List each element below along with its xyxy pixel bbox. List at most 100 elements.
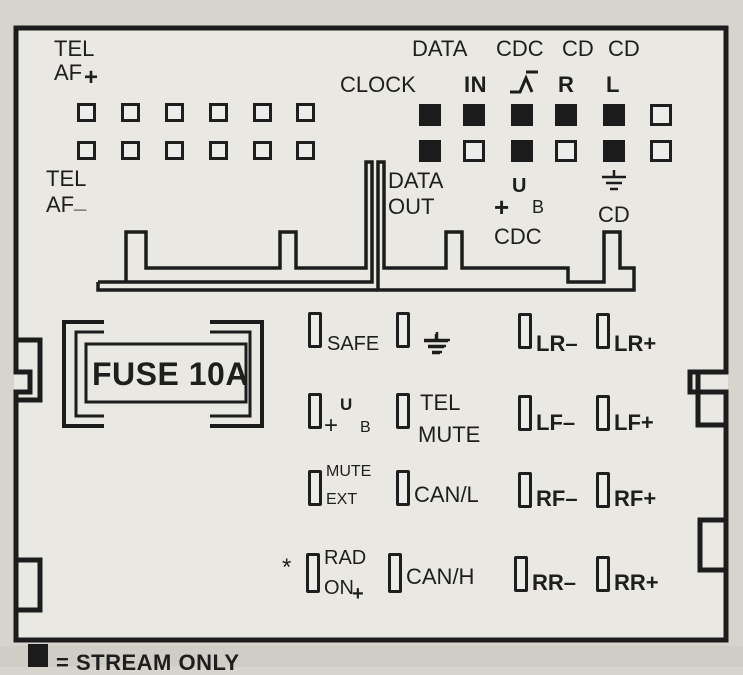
mute-ext-label-1: MUTE: [326, 463, 372, 480]
legend-strip: [0, 646, 743, 667]
pin-slot: [514, 556, 528, 592]
cd-top-label-1: CD: [562, 36, 594, 61]
cdc-top-label: CDC: [496, 36, 544, 61]
pin-slot: [396, 470, 410, 506]
pin-slot: [596, 313, 610, 349]
ub-plus-mid: +: [324, 412, 339, 439]
pin-hole: [209, 141, 228, 160]
tel-af-plus-label-1: TEL: [54, 36, 95, 61]
data-out-label-2: OUT: [388, 194, 435, 219]
ub-b-mid: B: [360, 419, 371, 436]
pin-slot: [596, 556, 610, 592]
data-out-label-1: DATA: [388, 168, 444, 193]
pin-hole: [555, 140, 577, 162]
pin-hole: [650, 104, 672, 126]
pin-hole: [165, 103, 184, 122]
fuse-box: [84, 342, 248, 404]
pin-slot: [308, 312, 322, 348]
fuse-bracket-right: [210, 320, 264, 428]
pin-slot: [396, 312, 410, 348]
lr-plus-label: LR+: [614, 331, 657, 356]
tel-af-plus-sign: +: [84, 64, 99, 91]
left-notch-2: [16, 557, 43, 613]
clock-label: CLOCK: [340, 72, 416, 97]
pin-slot: [596, 395, 610, 431]
ub-plus-label: +: [494, 192, 510, 222]
ub-u-label: U: [512, 175, 527, 197]
ground-icon-cd: [602, 170, 626, 191]
pin-hole: [209, 103, 228, 122]
tel-mute-label-2: MUTE: [418, 422, 481, 447]
pin-slot: [388, 553, 402, 593]
rad-on-label-1: RAD: [324, 547, 367, 569]
star-mark: *: [282, 554, 292, 581]
ub-b-label: B: [532, 197, 545, 217]
pin-stream: [603, 104, 625, 126]
tel-af-minus-sign: _: [74, 188, 87, 213]
r-label: R: [558, 72, 575, 97]
pin-stream: [419, 104, 441, 126]
left-notch: [16, 337, 43, 403]
pin-slot: [596, 472, 610, 508]
pin-hole: [253, 103, 272, 122]
cdc-symbol-icon: [510, 70, 538, 94]
pin-slot: [308, 393, 322, 429]
pin-slot: [308, 470, 322, 506]
pin-hole: [121, 141, 140, 160]
safe-label: SAFE: [327, 333, 380, 355]
cdc-bottom-label: CDC: [494, 224, 542, 249]
rad-on-label-2: ON: [324, 577, 354, 599]
l-label: L: [606, 72, 620, 97]
pin-slot: [518, 472, 532, 508]
can-h-label: CAN/H: [406, 564, 475, 589]
pin-hole: [296, 103, 315, 122]
can-l-label: CAN/L: [414, 482, 479, 507]
tel-mute-label-1: TEL: [420, 390, 461, 415]
pin-stream: [603, 140, 625, 162]
rf-plus-label: RF+: [614, 486, 657, 511]
pin-slot: [306, 553, 320, 593]
ground-icon: [424, 332, 450, 354]
rr-plus-label: RR+: [614, 570, 659, 595]
lr-minus-label: LR–: [536, 331, 578, 356]
cd-ground-label: CD: [598, 202, 630, 227]
pin-hole: [296, 141, 315, 160]
in-label: IN: [464, 72, 487, 97]
connector-body: [14, 26, 728, 640]
pin-hole: [77, 103, 96, 122]
pin-stream: [511, 104, 533, 126]
key-channel-base: [96, 282, 378, 292]
lf-minus-label: LF–: [536, 410, 576, 435]
pin-slot: [396, 393, 410, 429]
fuse-label: FUSE 10A: [92, 356, 249, 392]
lf-plus-label: LF+: [614, 410, 654, 435]
rf-minus-label: RF–: [536, 486, 578, 511]
legend-filled-square: [28, 644, 48, 667]
pin-stream: [511, 140, 533, 162]
key-channel-left: [98, 160, 374, 284]
tel-af-plus-label-2: AF: [54, 60, 83, 85]
pin-hole: [121, 103, 140, 122]
data-label: DATA: [412, 36, 468, 61]
fuse-bracket-right-inner: [210, 330, 252, 418]
mute-ext-label-2: EXT: [326, 491, 358, 508]
pin-hole: [165, 141, 184, 160]
key-channel-right: [376, 160, 636, 292]
pin-slot: [518, 395, 532, 431]
pin-hole: [253, 141, 272, 160]
rad-on-plus: +: [352, 583, 364, 605]
cd-top-label-2: CD: [608, 36, 640, 61]
legend-text: = STREAM ONLY: [56, 650, 240, 675]
tel-af-minus-label-1: TEL: [46, 166, 87, 191]
right-notch-2: [697, 517, 726, 573]
fuse-bracket-left: [62, 320, 104, 428]
pin-stream: [463, 104, 485, 126]
pin-stream: [419, 140, 441, 162]
pin-hole: [650, 140, 672, 162]
pin-slot: [518, 313, 532, 349]
rr-minus-label: RR–: [532, 570, 577, 595]
pin-hole: [77, 141, 96, 160]
right-notch: [695, 369, 726, 428]
tel-af-minus-label-2: AF: [46, 192, 75, 217]
